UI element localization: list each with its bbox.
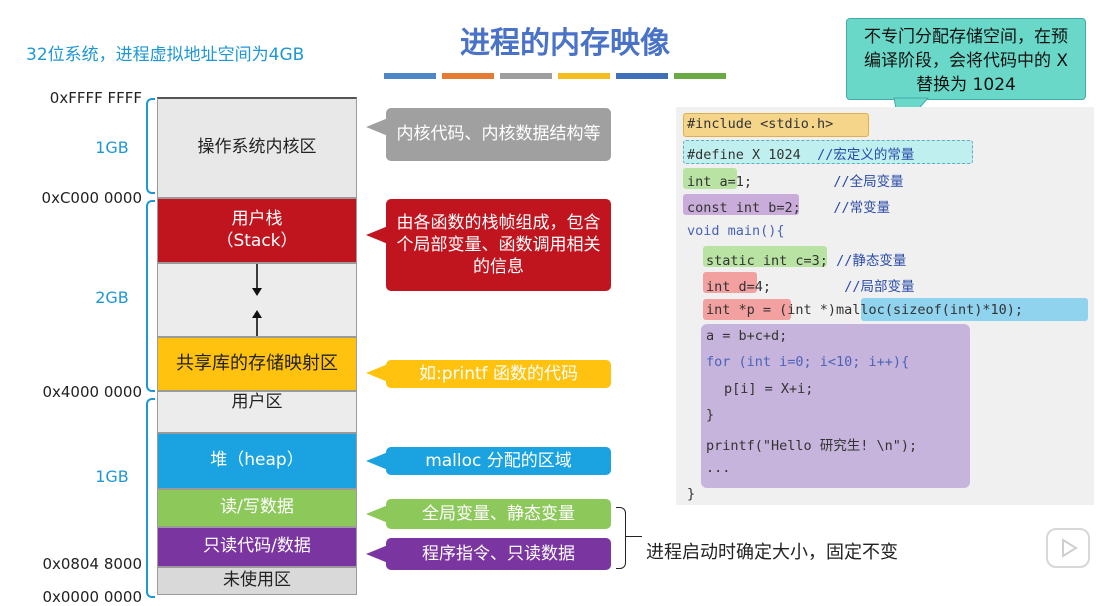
segment-ro-data: 只读代码/数据 [157,527,357,567]
code-line-loop-body: p[i] = X+i; [724,381,814,397]
segment-stack-sublabel: （Stack） [216,230,298,251]
segment-rw-data: 读/写数据 [157,489,357,527]
size-label-upper-user: 2GB [95,288,129,307]
highlight-code-body [701,324,970,488]
segment-heap: 堆（heap） [157,433,357,489]
highlight-include [683,113,869,137]
code-line-malloc: int *p = (int *)malloc(sizeof(int)*10); [706,302,1023,318]
code-const-stmt: const int b=2; [687,200,801,216]
callout-ro: 程序指令、只读数据 [386,538,611,570]
heap-growth-arrow-icon [252,310,262,318]
highlight-static [703,246,827,267]
code-line-printf: printf("Hello 研究生! \n"); [706,438,918,454]
page-title: 进程的内存映像 [460,26,670,61]
highlight-local [703,272,757,293]
subtitle: 32位系统，进程虚拟地址空间为4GB [26,45,305,65]
highlight-global [683,168,737,189]
callout-kernel: 内核代码、内核数据结构等 [386,108,611,161]
callout-kernel-pointer [366,118,388,136]
code-static-comment: //静态变量 [836,253,907,269]
address-zero: 0x0000 0000 [42,588,142,606]
segment-shared-lib: 共享库的存储映射区 [157,337,357,391]
code-line-local: int d=4; //局部变量 [706,275,914,295]
code-line-for-close: } [706,407,715,423]
callout-heap-pointer [366,452,388,470]
stack-growth-arrow-icon [252,288,262,296]
code-static-stmt: static int c=3; [706,253,828,269]
code-pointer-decl: int *p = (int *) [706,302,837,318]
fixed-size-bracket-tick [626,536,642,537]
fixed-size-note: 进程启动时确定大小，固定不变 [646,542,898,563]
color-bar-3 [500,73,552,79]
code-define-stmt: #define X 1024 [687,147,801,163]
highlight-malloc [861,298,1088,321]
code-line-global: int a=1; //全局变量 [687,170,904,190]
code-line-main: void main(){ [687,223,785,239]
segment-kernel: 操作系统内核区 [157,97,357,198]
code-malloc-call: malloc(sizeof(int)*10); [836,302,1023,318]
code-line-define: #define X 1024 //宏定义的常量 [687,143,914,163]
callout-heap: malloc 分配的区域 [386,447,611,475]
code-const-comment: //常变量 [833,200,891,216]
brace-upper-user [146,200,155,392]
define-note: 不专门分配存储空间，在预编译阶段，会将代码中的 X 替换为 1024 [846,18,1086,100]
callout-stack: 由各函数的栈帧组成，包含个局部变量、函数调用相关的信息 [386,199,611,291]
code-line-const: const int b=2; //常变量 [687,196,890,216]
address-40000000: 0x4000 0000 [42,383,142,401]
color-bar-1 [384,73,436,79]
address-top: 0xFFFF FFFF [49,89,142,107]
segment-unused: 未使用区 [157,567,357,595]
address-c0000000: 0xC000 0000 [41,189,142,207]
code-global-stmt: int a=1; [687,174,753,190]
video-play-icon[interactable] [1046,528,1090,568]
fixed-size-bracket [616,507,626,569]
play-triangle-icon [1062,538,1078,558]
code-line-static: static int c=3; //静态变量 [706,249,906,269]
code-line-for: for (int i=0; i<10; i++){ [706,354,910,370]
code-global-comment: //全局变量 [833,174,904,190]
code-define-comment: //宏定义的常量 [817,147,915,163]
code-line-ellipsis: ... [706,460,731,476]
brace-lower-user [146,398,155,598]
color-bar-6 [674,73,726,79]
code-line-main-close: } [687,486,696,502]
callout-shared: 如:printf 函数的代码 [386,360,611,388]
growth-arrows [252,264,262,336]
callout-shared-pointer [366,364,388,382]
code-line-include: #include <stdio.h> [687,116,834,132]
size-label-kernel: 1GB [95,138,129,157]
highlight-pointer [703,299,791,320]
segment-user: 用户区 [157,391,357,433]
color-bar-4 [558,73,610,79]
brace-kernel [146,98,155,194]
segment-stack: 用户栈 （Stack） [157,198,357,263]
code-line-assign: a = b+c+d; [706,328,788,344]
highlight-define [683,140,973,164]
color-bar-5 [616,73,668,79]
highlight-const [683,194,799,215]
address-08048000: 0x0804 8000 [42,555,142,573]
callout-ro-pointer [366,545,388,563]
segment-stack-label: 用户栈 [231,209,283,230]
code-local-stmt: int d=4; [706,279,772,295]
code-local-comment: //局部变量 [844,279,915,295]
color-bar-2 [442,73,494,79]
callout-rw-pointer [366,505,388,523]
callout-rw: 全局变量、静态变量 [386,499,611,529]
size-label-lower-user: 1GB [95,467,129,486]
callout-stack-pointer [366,226,388,244]
